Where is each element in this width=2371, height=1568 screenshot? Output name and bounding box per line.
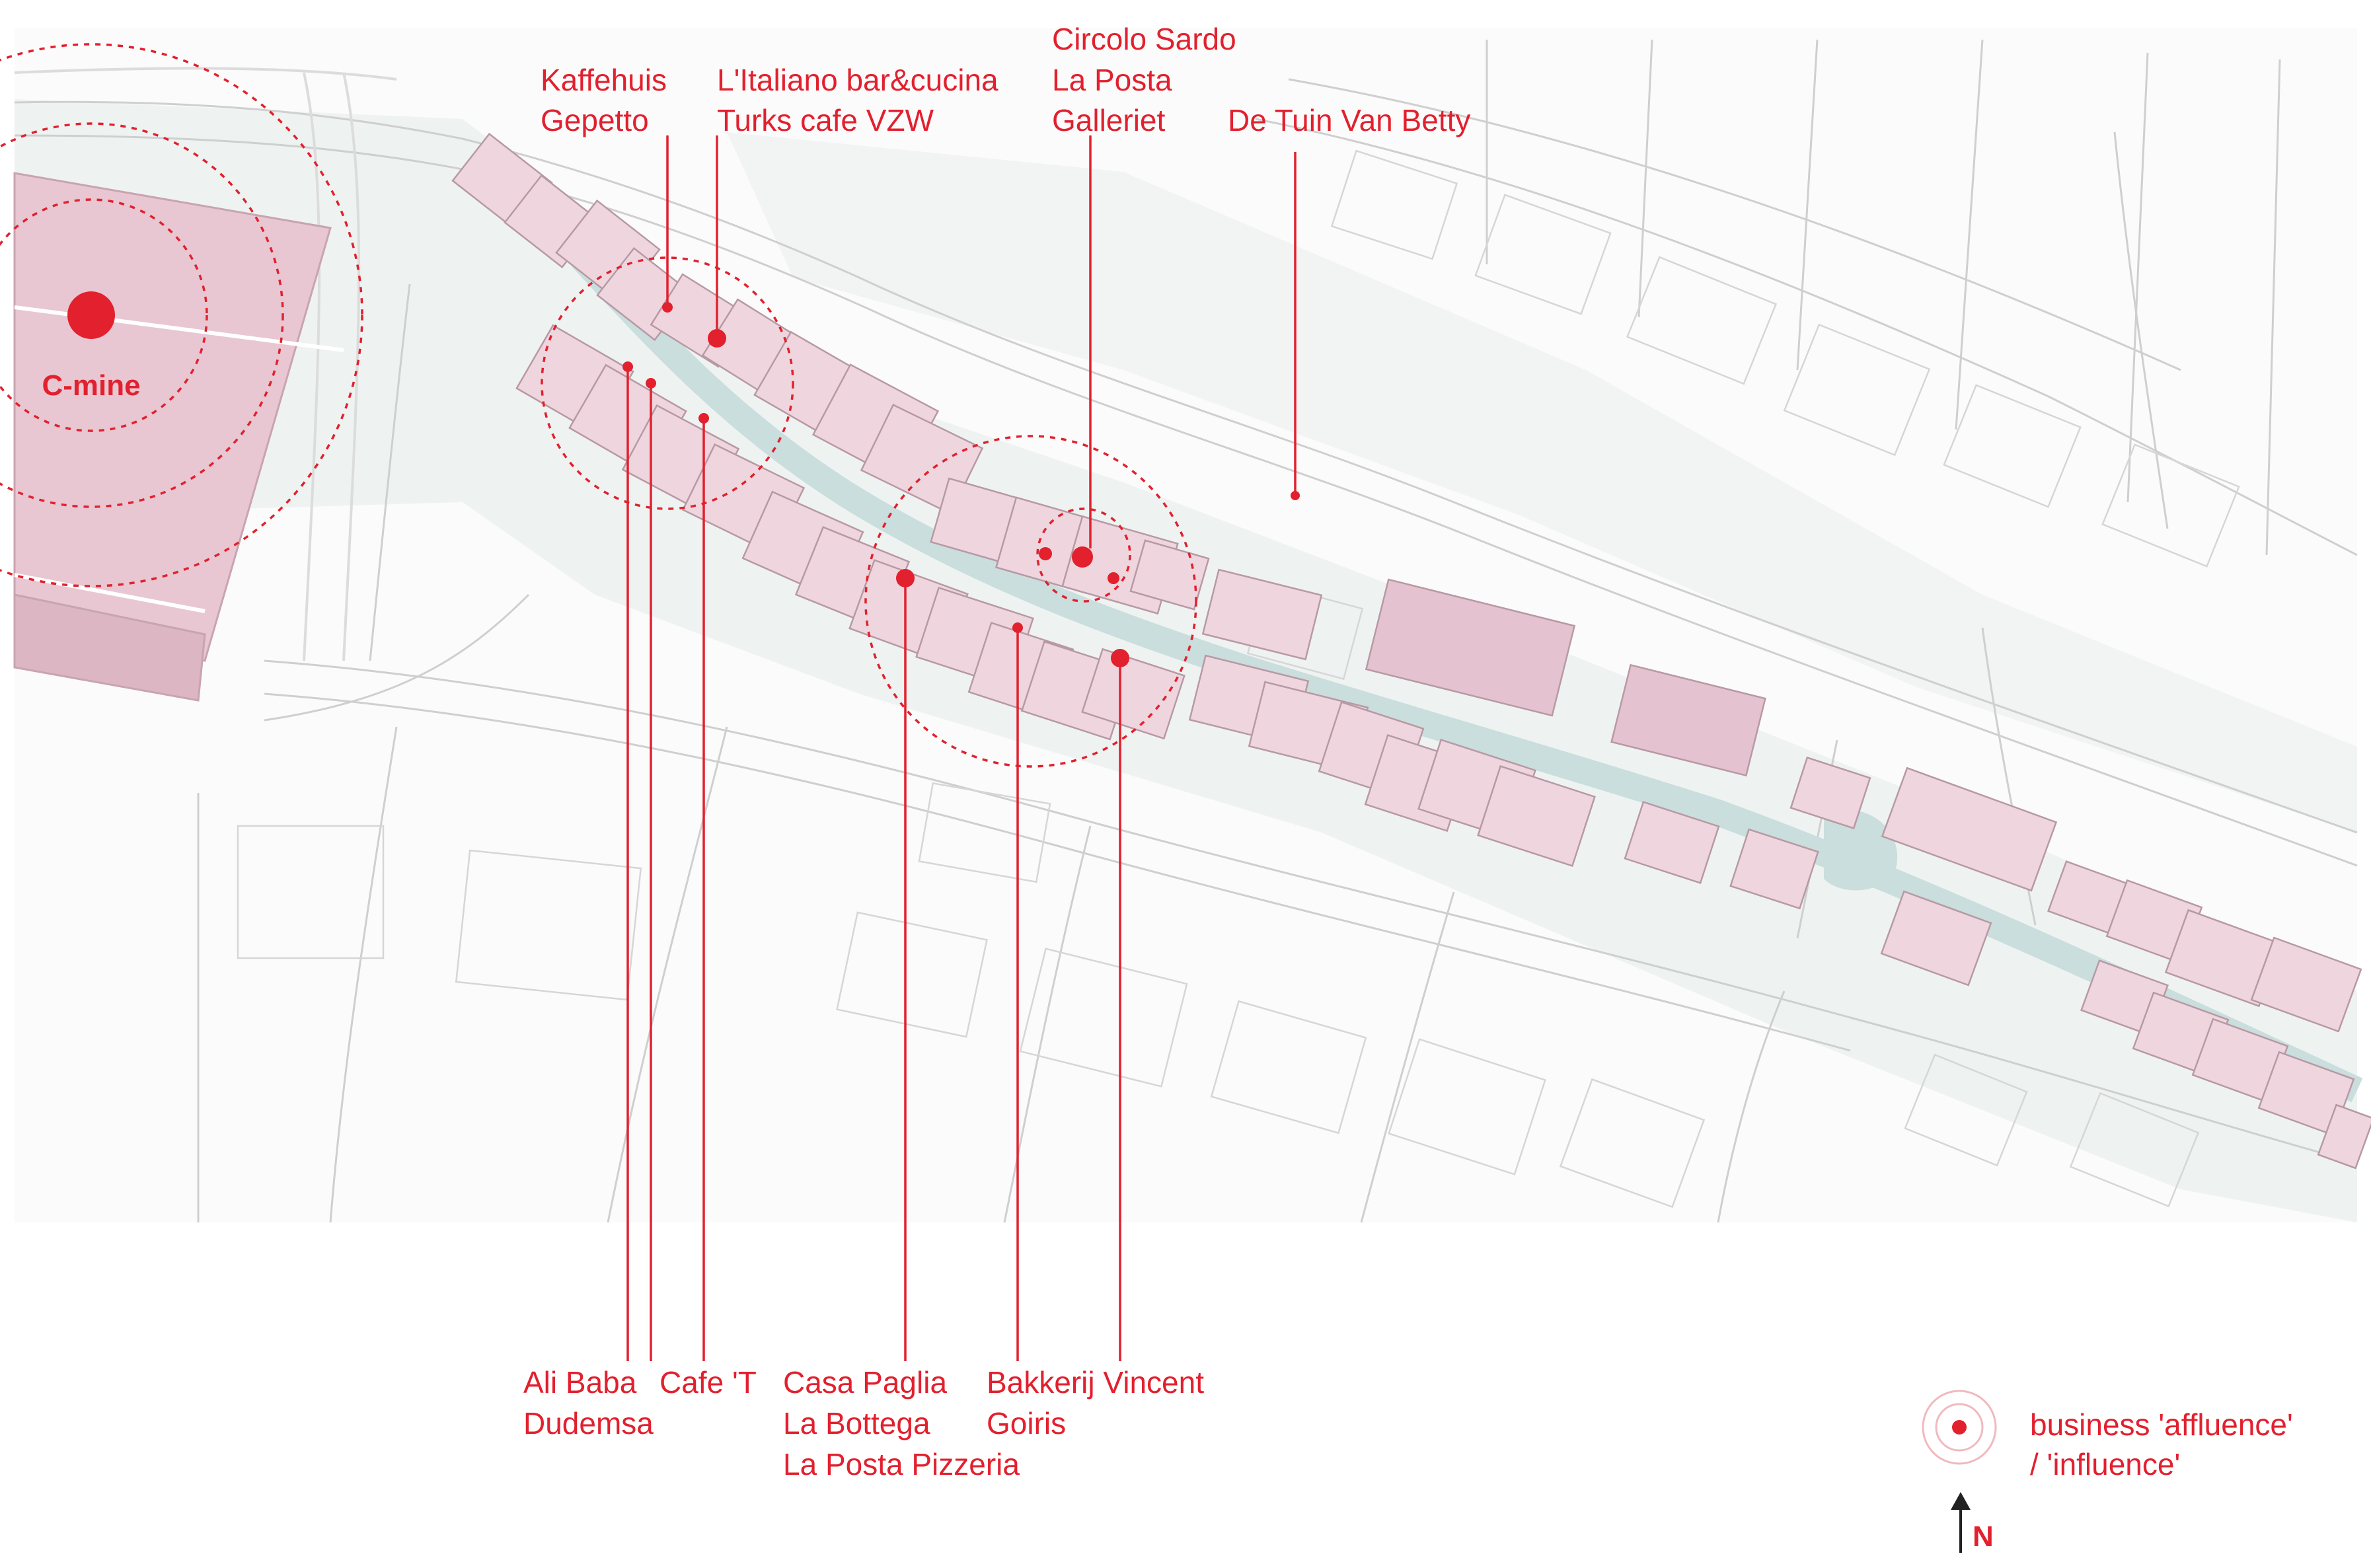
- label-cafe-t: Cafe 'T: [659, 1365, 757, 1400]
- canal-basin: [1824, 809, 1898, 891]
- west-cluster-influence: [541, 256, 794, 510]
- influence-circle-icon: [1922, 1390, 1997, 1465]
- label-bakkerij-vincent: Bakkerij Vincent: [987, 1365, 1204, 1400]
- legend-text-line1: business 'affluence': [2030, 1407, 2293, 1442]
- label-turks-cafe: Turks cafe VZW: [717, 103, 934, 137]
- c-mine-influence-middle: [0, 122, 284, 508]
- c-mine-influence-outer: [0, 43, 363, 587]
- kaffehuis-dot: [662, 302, 673, 313]
- label-kaffehuis: Kaffehuis: [541, 63, 667, 97]
- label-casa-paglia: Casa Paglia: [783, 1365, 947, 1400]
- ali-baba-dot: [622, 361, 633, 372]
- label-de-tuin: De Tuin Van Betty: [1228, 103, 1470, 137]
- north-arrow-icon: [1951, 1492, 1971, 1553]
- building-block: [1081, 648, 1186, 740]
- label-la-bottega: La Bottega: [783, 1406, 930, 1440]
- influence-circles: [0, 43, 1197, 768]
- buildings: [451, 132, 2371, 1170]
- galleriet-dot: [1108, 572, 1119, 584]
- building-block: [1881, 766, 2058, 892]
- label-la-posta: La Posta: [1052, 63, 1172, 97]
- label-litaliano: L'Italiano bar&cucina: [717, 63, 998, 97]
- label-goiris: Goiris: [987, 1406, 1066, 1440]
- c-mine-influence-inner: [0, 198, 208, 432]
- top-labels: Kaffehuis Gepetto L'Italiano bar&cucina …: [541, 22, 1470, 137]
- legend-text-line2: / 'influence': [2030, 1447, 2180, 1481]
- c-mine-dot: [67, 291, 115, 339]
- label-galleriet: Galleriet: [1052, 103, 1166, 137]
- building-block: [1789, 756, 1871, 830]
- building-block: [2250, 936, 2362, 1033]
- casa-paglia-dot: [896, 569, 915, 587]
- label-la-posta-pizzeria: La Posta Pizzeria: [783, 1447, 1020, 1481]
- building-block: [2317, 1103, 2371, 1170]
- north-cluster-influence: [1036, 507, 1131, 603]
- legend: business 'affluence' / 'influence' N: [1922, 1390, 2293, 1553]
- la-posta-dot: [1072, 546, 1093, 568]
- c-mine-label: C-mine: [42, 369, 140, 402]
- large-building: [1365, 578, 1576, 717]
- cafe-t-dot: [698, 413, 709, 424]
- dudemsa-dot: [646, 378, 656, 389]
- litaliano-dot: [708, 329, 726, 348]
- label-gepetto: Gepetto: [541, 103, 649, 137]
- building-block: [1624, 801, 1720, 884]
- de-tuin-dot: [1291, 491, 1300, 500]
- leader-lines: [626, 135, 1297, 1361]
- north-label: N: [1973, 1520, 1994, 1553]
- business-dots: [67, 291, 1300, 667]
- bakkerij-dot: [1111, 649, 1129, 667]
- central-cluster-influence: [864, 435, 1197, 768]
- building-block: [1477, 765, 1596, 868]
- building-block: [1880, 890, 1992, 987]
- circolo-dot: [1039, 547, 1052, 560]
- bottom-labels: Ali Baba Dudemsa Cafe 'T Casa Paglia La …: [523, 1365, 1204, 1481]
- label-circolo-sardo: Circolo Sardo: [1052, 22, 1236, 56]
- bottega-dot: [1012, 622, 1023, 633]
- base-map: [14, 28, 2358, 1223]
- large-building: [1610, 663, 1766, 777]
- label-ali-baba: Ali Baba: [523, 1365, 637, 1400]
- label-dudemsa: Dudemsa: [523, 1406, 654, 1440]
- building-block: [1729, 828, 1819, 910]
- building-block: [1201, 568, 1323, 661]
